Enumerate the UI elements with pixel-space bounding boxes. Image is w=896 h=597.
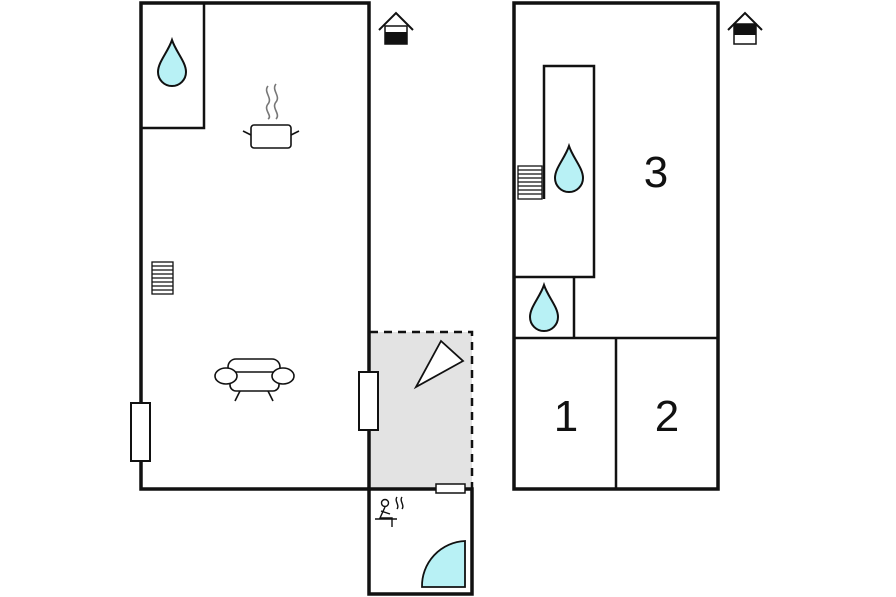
room-number-1: 1: [554, 392, 578, 441]
bathroom-walls: [514, 64, 596, 279]
cooking-pot-icon: [242, 83, 300, 149]
sofa-icon: [214, 358, 295, 402]
shower-icon: [421, 540, 466, 588]
stairs-icon: [151, 261, 174, 295]
stairs-icon: [517, 165, 543, 200]
terrace-triangle-icon: [413, 339, 465, 390]
water-drop-icon: [156, 36, 188, 87]
water-drop-icon: [528, 281, 560, 332]
sauna-icon: [375, 496, 404, 527]
window-icon: [358, 371, 379, 431]
window-icon: [130, 402, 151, 462]
water-drop-icon: [553, 142, 585, 193]
bathroom-walls: [141, 3, 206, 130]
upper-floor: 3 1 2: [512, 1, 763, 491]
sauna-room: [367, 487, 474, 596]
room-number-3: 3: [644, 148, 668, 197]
ground-floor-outline: [139, 1, 371, 491]
house-floor-icon: [378, 11, 414, 45]
room-number-2: 2: [655, 392, 679, 441]
window-icon: [435, 483, 466, 494]
house-floor-icon: [727, 11, 763, 45]
ground-floor: [130, 1, 474, 596]
